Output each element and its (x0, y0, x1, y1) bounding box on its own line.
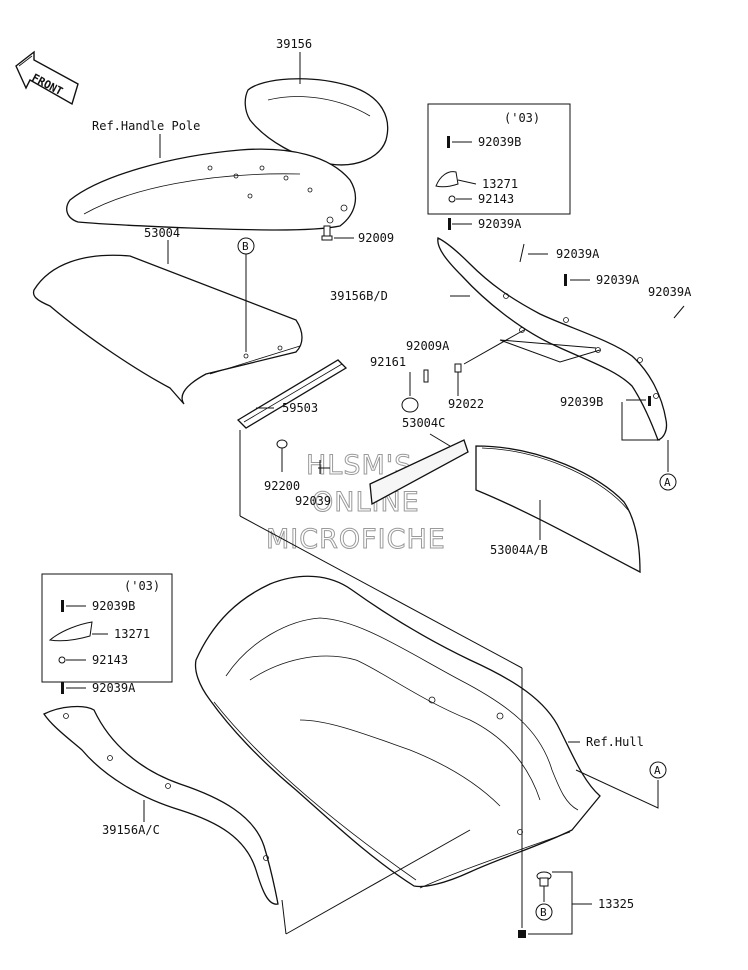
screw-92009a (423, 369, 429, 383)
bolt-92009 (321, 225, 333, 241)
inset-left-92039b: 92039B (92, 599, 135, 613)
label-92200: 92200 (264, 479, 300, 493)
watermark-line-2: ONLINE (312, 487, 420, 518)
inset-right-92039b: 92039B (478, 135, 521, 149)
marker-b-bottom: B (540, 906, 547, 919)
marker-b: B (242, 240, 249, 253)
washer-92200 (276, 439, 288, 449)
marker-a-hull: A (654, 764, 661, 777)
label-13325: 13325 (598, 897, 634, 911)
label-92039a-2: 92039A (556, 247, 600, 261)
inset-left-92143: 92143 (92, 653, 128, 667)
inset-left-year: ('03) (124, 579, 160, 593)
inset-left-13271: 13271 (114, 627, 150, 641)
label-53004: 53004 (144, 226, 180, 240)
panel-53004c (369, 439, 469, 506)
seat-base-part (66, 148, 357, 231)
marker-a-hull-circle (649, 761, 667, 779)
washer-92161 (401, 397, 419, 413)
label-59503: 59503 (282, 401, 318, 415)
label-92039a-1: 92039A (478, 217, 522, 231)
label-92039b-right: 92039B (560, 395, 603, 409)
panel-53004ab (475, 445, 641, 574)
label-92022: 92022 (448, 397, 484, 411)
label-92009: 92009 (358, 231, 394, 245)
watermark-line-3: MICROFICHE (266, 524, 446, 555)
rail-39156ac-part (43, 705, 279, 905)
label-92039a-left: 92039A (92, 681, 136, 695)
label-ref-hull: Ref.Hull (586, 735, 644, 749)
inset-right-13271: 13271 (482, 177, 518, 191)
inset-box-03-right: ('03) 92039B 13271 92143 (427, 103, 571, 215)
hull-part (194, 575, 601, 889)
marker-a-right: A (664, 476, 671, 489)
fastener-13325 (518, 871, 552, 938)
nut-92022 (454, 363, 462, 373)
watermark: HLSM'S ONLINE MICROFICHE (266, 450, 446, 556)
label-39156: 39156 (276, 37, 312, 51)
label-ref-handle-pole: Ref.Handle Pole (92, 119, 200, 133)
front-arrow-icon: FRONT (15, 50, 79, 106)
marker-a-right-circle (659, 473, 677, 491)
label-39156ac: 39156A/C (102, 823, 160, 837)
label-92161: 92161 (370, 355, 406, 369)
label-53004ab: 53004A/B (490, 543, 548, 557)
label-92009a: 92009A (406, 339, 450, 353)
marker-b-bottom-circle (535, 903, 553, 921)
rail-39156bd-part (437, 237, 668, 441)
inset-right-92143: 92143 (478, 192, 514, 206)
label-53004c: 53004C (402, 416, 445, 430)
seat-part (244, 78, 389, 166)
label-92039a-4: 92039A (648, 285, 692, 299)
tray-53004-part (32, 254, 303, 405)
label-92039a-3: 92039A (596, 273, 640, 287)
inset-box-03-left: ('03) 92039B 13271 92143 (41, 573, 173, 683)
label-39156bd: 39156B/D (330, 289, 388, 303)
strip-59503 (236, 359, 348, 429)
label-92039: 92039 (295, 494, 331, 508)
inset-right-year: ('03) (504, 111, 540, 125)
